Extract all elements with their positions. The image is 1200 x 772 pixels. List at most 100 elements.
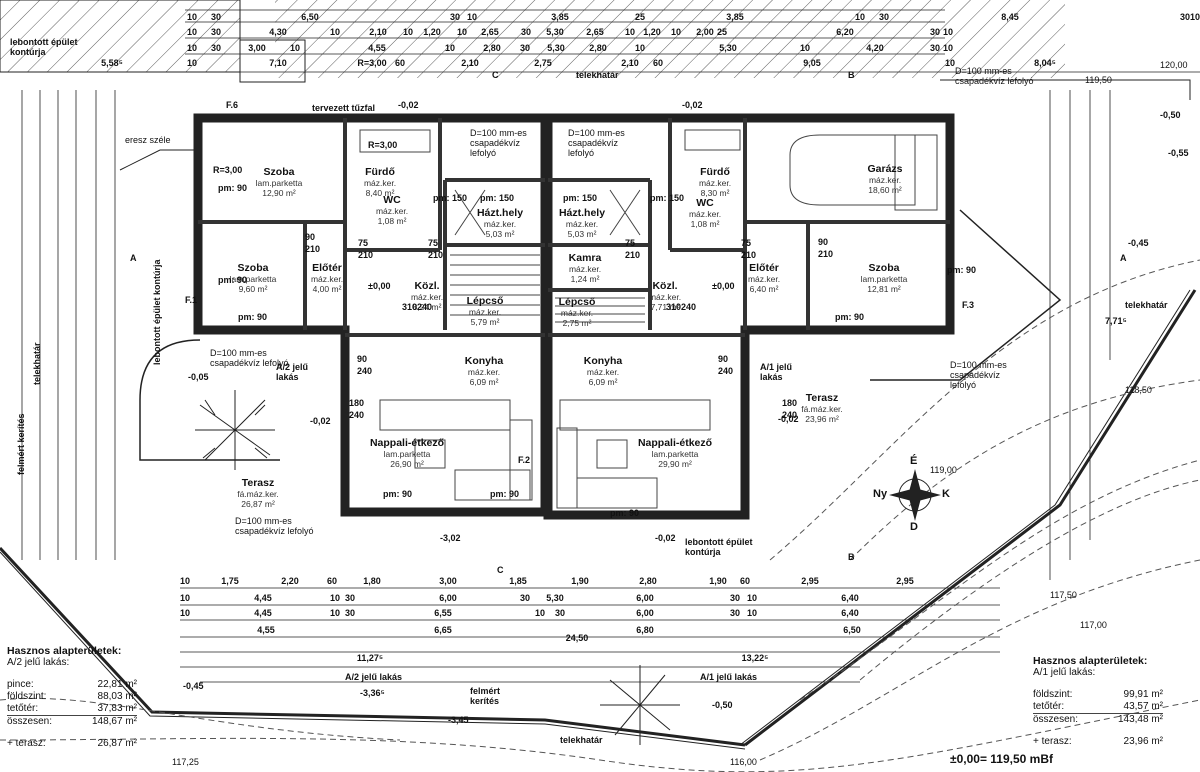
- area-value: 43,57 m²: [1123, 701, 1163, 712]
- dimension-bottom: 4,55: [257, 625, 275, 635]
- dimension-bottom: 1,75: [221, 576, 239, 586]
- eaves-label: eresz széle: [125, 135, 171, 145]
- wall-type-tag: F.3: [962, 300, 975, 310]
- dimension-top: 3,00: [248, 43, 266, 53]
- dimension-top: 10: [634, 43, 646, 53]
- unit-a2-entrance-label: A/2 jelű lakás: [276, 362, 309, 382]
- dimension-top: 3,85: [726, 12, 744, 22]
- wall-type-tag: F.1: [185, 295, 198, 305]
- dimension-bottom: 2,80: [639, 576, 657, 586]
- opening-dimension: 240: [349, 410, 365, 420]
- demolished-building-hatch: [0, 0, 1065, 83]
- datum-level-label: ±0,00= 119,50 mBf: [950, 752, 1053, 766]
- opening-dimension: pm: 150: [563, 193, 598, 203]
- opening-dimension: 75: [358, 238, 369, 248]
- dimension-top: 4,20: [866, 43, 884, 53]
- dimension-bottom: 10: [329, 608, 341, 618]
- area-table-title: Hasznos alapterületek:: [7, 645, 122, 657]
- dimension-top: 2,10: [461, 58, 479, 68]
- section-marker: B: [848, 70, 855, 80]
- dimension-top: 30: [210, 27, 222, 37]
- area-terrace-row: + terasz:26,87 m²: [7, 738, 137, 750]
- opening-dimension: pm: 150: [433, 193, 468, 203]
- dimension-top: 30: [519, 43, 531, 53]
- dimension-top: 10: [799, 43, 811, 53]
- section-marker: A: [1120, 253, 1127, 263]
- dimension-bottom: 1,90: [571, 576, 589, 586]
- dimension-top: 2,00: [696, 27, 714, 37]
- dimension-top: 8,04⁵: [1034, 58, 1056, 68]
- dimension-top: 10: [854, 12, 866, 22]
- dimension-top: 4,55: [368, 43, 386, 53]
- drain-note-1: D=100 mm-es csapadékvíz lefolyó: [470, 128, 527, 158]
- spot-level: -0,02: [398, 100, 419, 110]
- dimension-top: 1,20: [643, 27, 661, 37]
- area-row: pince:22,81 m²: [7, 679, 137, 691]
- dimension-top: 10: [186, 43, 198, 53]
- area-value: 88,03 m²: [97, 691, 137, 702]
- opening-dimension: 90: [718, 354, 729, 364]
- area-value: 99,91 m²: [1123, 689, 1163, 700]
- dimension-top: 10: [186, 27, 198, 37]
- dimension-top: 7,10: [269, 58, 287, 68]
- opening-dimension: 240: [782, 410, 798, 420]
- dimension-bottom: 10: [746, 593, 758, 603]
- spot-level: -0,55: [1168, 148, 1189, 158]
- contour-label: 116,00: [730, 757, 757, 767]
- opening-dimension: pm: 90: [490, 489, 520, 499]
- dimension-bottom: 6,00: [439, 593, 457, 603]
- area-row: földszint: 99,91 m²: [1033, 689, 1163, 701]
- dimension-top: 30: [878, 12, 890, 22]
- opening-dimension: 90: [818, 237, 829, 247]
- dimension-bottom: 30: [554, 608, 566, 618]
- dimension-top: 8,45: [1001, 12, 1019, 22]
- area-table-a1: Hasznos alapterületek: A/1 jelű lakás: f…: [1033, 655, 1163, 748]
- dimension-bottom: 60: [739, 576, 751, 586]
- dimension-top: 30: [1179, 12, 1191, 22]
- spot-level: -3,02: [440, 533, 461, 543]
- contour-label: 117,00: [1080, 620, 1107, 630]
- dimension-top: 10: [670, 27, 682, 37]
- area-value: 23,96 m²: [1123, 736, 1163, 747]
- dimension-top: 10: [624, 27, 636, 37]
- area-value: 37,83 m²: [97, 703, 137, 714]
- area-key: összesen:: [7, 716, 53, 727]
- dimension-bottom: 24,50: [565, 633, 589, 643]
- dimension-bottom: 1,90: [709, 576, 727, 586]
- dimension-top: 5,30: [547, 43, 565, 53]
- dimension-top: 2,80: [483, 43, 501, 53]
- dimension-bottom: 6,80: [636, 625, 654, 635]
- area-key: földszint:: [1033, 689, 1073, 700]
- drain-note-6: D=100 mm-es csapadékvíz lefolyó: [950, 360, 1007, 390]
- opening-dimension: pm: 150: [650, 193, 685, 203]
- opening-dimension: 75: [741, 238, 752, 248]
- spot-level: -0,02: [682, 100, 703, 110]
- zero-level-a2: ±0,00: [368, 281, 391, 291]
- dimension-bottom: 30: [344, 593, 356, 603]
- spot-level: -3,36⁵: [360, 688, 385, 698]
- unit-a1-label: A/1 jelű lakás: [700, 672, 758, 682]
- plot-boundary-label-bottom: telekhatár: [560, 735, 603, 745]
- radius-label-2: R=3,00: [368, 140, 398, 150]
- dimension-top: 10: [402, 27, 414, 37]
- area-table-a2: Hasznos alapterületek: A/2 jelű lakás: p…: [7, 645, 137, 750]
- area-table-title: Hasznos alapterületek:: [1033, 655, 1148, 667]
- plot-boundary-label-right: telekhatár: [1125, 300, 1168, 310]
- dimension-bottom: 10: [534, 608, 546, 618]
- section-marker: C: [492, 70, 499, 80]
- dimension-bottom: 2,95: [801, 576, 819, 586]
- room-kozlekedo-a1: Közl.máz.ker.7,71 m²: [648, 280, 682, 312]
- dimension-top: 10: [444, 43, 456, 53]
- spot-level: -0,02: [310, 416, 331, 426]
- dimension-bottom: 6,50: [843, 625, 861, 635]
- dimension-top: 10: [456, 27, 468, 37]
